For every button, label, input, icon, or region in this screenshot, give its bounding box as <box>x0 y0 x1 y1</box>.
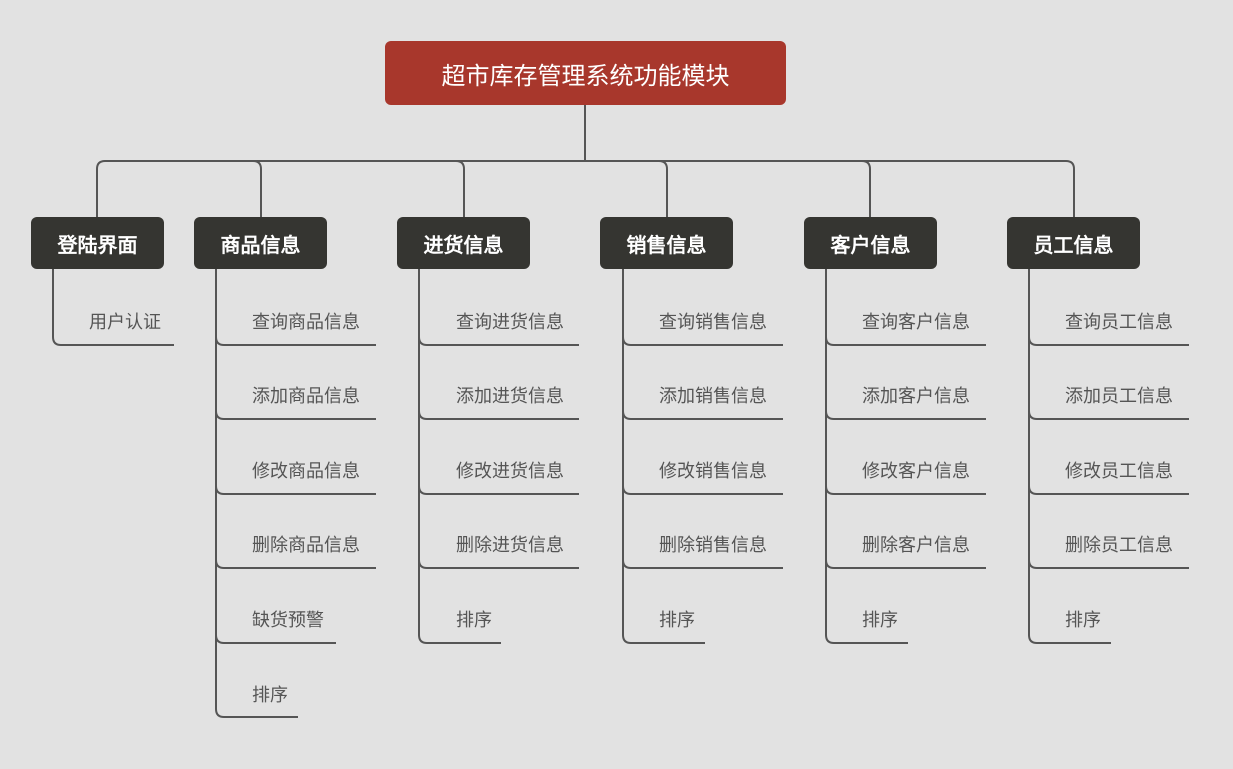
leaf-branch-line-2-3 <box>418 559 579 569</box>
leaf-branch-line-4-3 <box>825 559 986 569</box>
leaf-branch-line-3-2 <box>622 485 783 495</box>
leaf-product-edit[interactable]: 修改商品信息 <box>252 461 360 482</box>
root-node-title[interactable]: 超市库存管理系统功能模块 <box>385 41 786 105</box>
leaf-purchase-edit[interactable]: 修改进货信息 <box>456 461 564 482</box>
leaf-branch-line-4-2 <box>825 485 986 495</box>
leaf-employee-query[interactable]: 查询员工信息 <box>1065 312 1173 333</box>
leaf-sales-query[interactable]: 查询销售信息 <box>659 312 767 333</box>
leaf-branch-line-5-2 <box>1028 485 1189 495</box>
leaf-product-stock-alert[interactable]: 缺货预警 <box>252 610 324 631</box>
category-employee[interactable]: 员工信息 <box>1007 217 1140 269</box>
leaf-customer-query[interactable]: 查询客户信息 <box>862 312 970 333</box>
leaf-branch-line-4-0 <box>825 336 986 346</box>
leaf-branch-line-5-0 <box>1028 336 1189 346</box>
leaf-branch-line-1-0 <box>215 336 376 346</box>
category-purchase[interactable]: 进货信息 <box>397 217 530 269</box>
branch-drop-line-1 <box>252 160 262 217</box>
leaf-branch-line-1-1 <box>215 410 376 420</box>
leaf-product-sort[interactable]: 排序 <box>252 685 288 706</box>
leaf-employee-delete[interactable]: 删除员工信息 <box>1065 535 1173 556</box>
leaf-branch-line-3-1 <box>622 410 783 420</box>
category-sales[interactable]: 销售信息 <box>600 217 733 269</box>
leaf-customer-add[interactable]: 添加客户信息 <box>862 386 970 407</box>
leaf-product-delete[interactable]: 删除商品信息 <box>252 535 360 556</box>
category-customer[interactable]: 客户信息 <box>804 217 937 269</box>
leaf-branch-line-3-0 <box>622 336 783 346</box>
leaf-sales-add[interactable]: 添加销售信息 <box>659 386 767 407</box>
leaf-employee-edit[interactable]: 修改员工信息 <box>1065 461 1173 482</box>
leaf-branch-line-1-5 <box>215 708 298 718</box>
branch-bus-line <box>96 160 1075 217</box>
category-product[interactable]: 商品信息 <box>194 217 327 269</box>
leaf-branch-line-2-0 <box>418 336 579 346</box>
branch-drop-line-4 <box>861 160 871 217</box>
leaf-sales-edit[interactable]: 修改销售信息 <box>659 461 767 482</box>
leaf-purchase-query[interactable]: 查询进货信息 <box>456 312 564 333</box>
leaf-employee-add[interactable]: 添加员工信息 <box>1065 386 1173 407</box>
leaf-branch-line-5-1 <box>1028 410 1189 420</box>
leaf-customer-delete[interactable]: 删除客户信息 <box>862 535 970 556</box>
leaf-product-query[interactable]: 查询商品信息 <box>252 312 360 333</box>
leaf-purchase-sort[interactable]: 排序 <box>456 610 492 631</box>
leaf-purchase-add[interactable]: 添加进货信息 <box>456 386 564 407</box>
leaf-branch-line-3-4 <box>622 634 705 644</box>
leaf-branch-line-1-2 <box>215 485 376 495</box>
leaf-product-add[interactable]: 添加商品信息 <box>252 386 360 407</box>
leaf-branch-line-1-4 <box>215 634 336 644</box>
leaf-branch-line-3-3 <box>622 559 783 569</box>
branch-drop-line-3 <box>658 160 668 217</box>
leaf-branch-line-2-2 <box>418 485 579 495</box>
leaf-branch-line-1-3 <box>215 559 376 569</box>
leaf-customer-edit[interactable]: 修改客户信息 <box>862 461 970 482</box>
branch-drop-line-2 <box>455 160 465 217</box>
leaf-employee-sort[interactable]: 排序 <box>1065 610 1101 631</box>
leaf-branch-line-2-4 <box>418 634 501 644</box>
leaf-branch-line-4-1 <box>825 410 986 420</box>
leaf-sales-sort[interactable]: 排序 <box>659 610 695 631</box>
leaf-branch-line-5-3 <box>1028 559 1189 569</box>
category-login[interactable]: 登陆界面 <box>31 217 164 269</box>
leaf-customer-sort[interactable]: 排序 <box>862 610 898 631</box>
leaf-branch-line-2-1 <box>418 410 579 420</box>
leaf-sales-delete[interactable]: 删除销售信息 <box>659 535 767 556</box>
leaf-purchase-delete[interactable]: 删除进货信息 <box>456 535 564 556</box>
leaf-branch-line-4-4 <box>825 634 908 644</box>
leaf-branch-line-0-0 <box>52 336 174 346</box>
leaf-branch-line-5-4 <box>1028 634 1111 644</box>
leaf-user-auth[interactable]: 用户认证 <box>89 312 161 333</box>
